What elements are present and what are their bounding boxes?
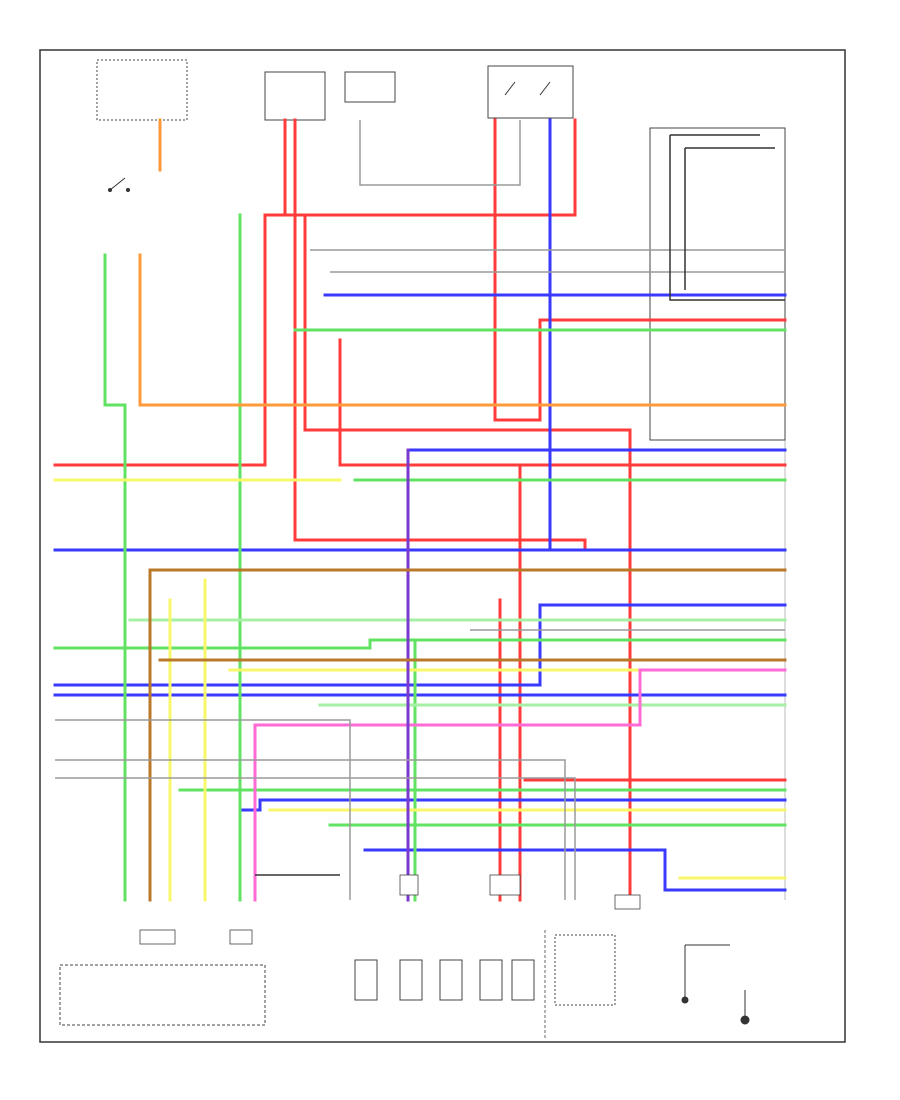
solenoid-box-4 <box>479 959 503 1001</box>
top-components <box>96 59 574 121</box>
sensor-box <box>554 934 616 1006</box>
orange-wires <box>138 118 787 407</box>
diagram-frame <box>39 49 846 1043</box>
green-wires <box>53 213 787 902</box>
solenoid-box-5 <box>511 959 535 1001</box>
gray-wires <box>55 120 785 900</box>
component-box-1 <box>264 71 326 121</box>
solenoid-box-2 <box>399 959 423 1001</box>
connector-icon <box>139 874 641 945</box>
sub-module-box <box>649 127 786 441</box>
transmission-range-switch-box <box>59 964 266 1026</box>
component-box-3 <box>487 65 574 119</box>
pink-wires <box>253 668 787 902</box>
bottom-components <box>59 934 616 1026</box>
black-wires <box>255 134 785 876</box>
component-box-4 <box>96 59 188 121</box>
solenoid-box-3 <box>439 959 463 1001</box>
blue-wires <box>53 118 787 892</box>
brown-wires <box>148 568 787 902</box>
light-green-wires <box>128 618 787 707</box>
switch-icon <box>108 81 551 192</box>
component-box-2 <box>344 71 396 103</box>
red-wires <box>53 118 787 902</box>
ground-icon <box>681 944 750 1025</box>
yellow-wires <box>53 478 787 902</box>
solenoid-box-1 <box>354 959 378 1001</box>
